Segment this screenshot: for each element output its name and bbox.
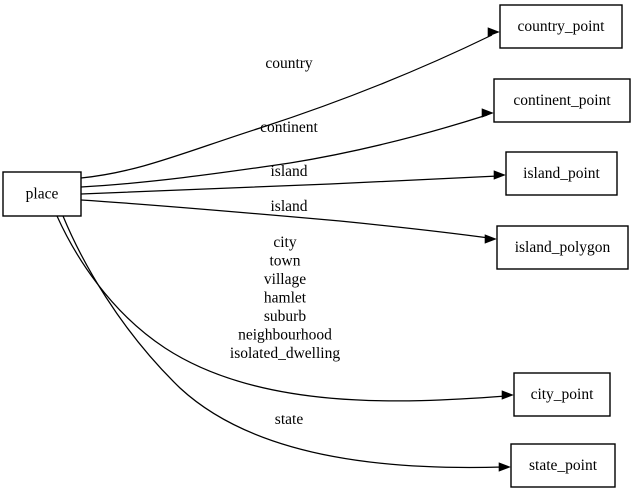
edge-label-line: state <box>275 411 304 428</box>
node-label: state_point <box>529 457 598 474</box>
nodes-layer: place country_point continent_point island_… <box>2 4 631 488</box>
edge-label-line: isolated_dwelling <box>230 345 340 362</box>
node-box[interactable] <box>493 78 631 123</box>
node-label: island_polygon <box>515 239 611 256</box>
arrowhead-icon <box>481 108 494 118</box>
node-box[interactable] <box>2 171 82 217</box>
edge-label-line: neighbourhood <box>238 327 332 344</box>
edge-label-line: country <box>265 55 313 72</box>
edge-label-e-country: country <box>265 55 313 72</box>
arrowhead-icon <box>493 170 506 180</box>
node-label: continent_point <box>513 92 611 109</box>
node-box[interactable] <box>496 225 629 270</box>
node-box[interactable] <box>505 151 618 196</box>
arrowhead-icon <box>501 390 514 400</box>
edges-layer <box>56 27 514 472</box>
node-box[interactable] <box>513 372 611 417</box>
edge-line <box>80 199 490 239</box>
node-label: island_point <box>523 165 600 182</box>
edge-label-e-state: state <box>275 411 304 428</box>
node-label: city_point <box>531 386 595 403</box>
edge-place-to-state_point <box>62 215 511 472</box>
edge-label-line: island <box>270 198 307 215</box>
node-place[interactable]: place <box>2 171 82 217</box>
edge-label-line: continent <box>260 119 318 136</box>
edge-place-to-city_point <box>56 215 514 402</box>
node-label: country_point <box>518 18 606 35</box>
edge-place-to-island_polygon <box>80 199 497 244</box>
edge-place-to-continent_point <box>80 108 494 188</box>
edge-label-line: island <box>270 163 307 180</box>
edge-label-line: hamlet <box>264 290 307 307</box>
node-island_polygon[interactable]: island_polygon <box>496 225 629 270</box>
arrowhead-icon <box>484 234 497 244</box>
node-country_point[interactable]: country_point <box>499 4 623 49</box>
node-label: place <box>26 186 59 203</box>
edge-label-e-island-point: island <box>270 163 307 180</box>
node-box[interactable] <box>499 4 623 49</box>
arrowhead-icon <box>498 462 511 472</box>
node-continent_point[interactable]: continent_point <box>493 78 631 123</box>
node-box[interactable] <box>510 443 616 488</box>
edge-label-e-continent: continent <box>260 119 318 136</box>
edge-line <box>80 114 488 188</box>
edge-place-to-island_point <box>80 170 506 195</box>
edge-label-e-island-polygon: island <box>270 198 307 215</box>
edge-label-line: village <box>264 271 306 288</box>
edge-line <box>56 215 507 402</box>
node-city_point[interactable]: city_point <box>513 372 611 417</box>
edge-line <box>80 34 493 179</box>
edge-label-line: town <box>270 253 301 270</box>
edge-line <box>80 175 499 195</box>
arrowhead-icon <box>487 27 500 37</box>
edge-label-line: city <box>273 234 296 251</box>
edge-line <box>62 215 504 469</box>
edge-place-to-country_point <box>80 27 500 179</box>
node-state_point[interactable]: state_point <box>510 443 616 488</box>
edge-label-line: suburb <box>264 308 306 325</box>
node-island_point[interactable]: island_point <box>505 151 618 196</box>
